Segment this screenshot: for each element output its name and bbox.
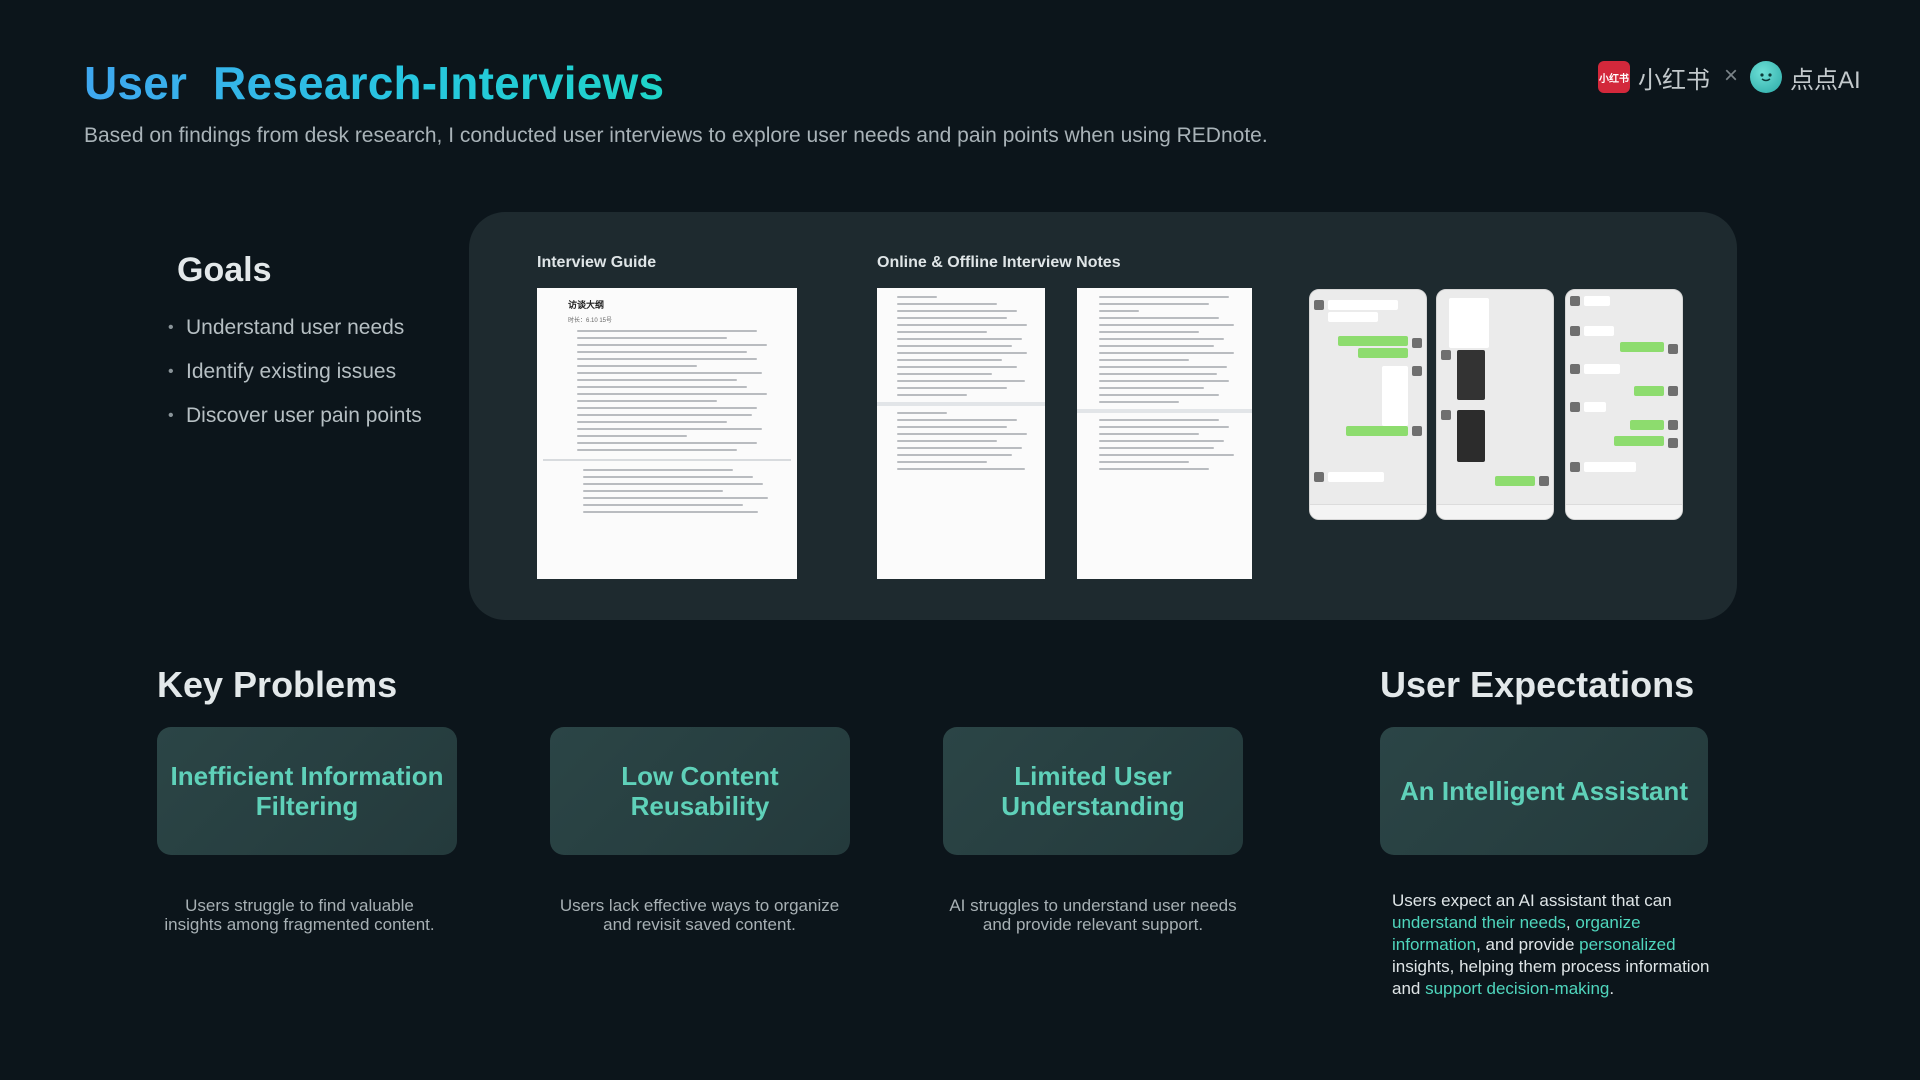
expectation-highlight: support decision-making xyxy=(1425,979,1610,998)
expectation-card-intelligent-assistant: An Intelligent Assistant xyxy=(1380,727,1708,855)
goal-item: Discover user pain points xyxy=(168,402,422,446)
interview-guide-document: 访谈大纲 时长：6.10 15号 xyxy=(537,288,797,579)
xiaohongshu-logo-icon: 小红书 xyxy=(1598,61,1630,93)
problem-description: Users struggle to find valuable insights… xyxy=(164,896,435,934)
guide-doc-bullets xyxy=(583,469,797,513)
expectation-text: insights, helping them process informati… xyxy=(1392,957,1710,998)
problem-card-user-understanding: Limited User Understanding xyxy=(943,727,1243,855)
page-title: User Research-Interviews xyxy=(84,57,665,109)
expectation-text: Users expect an AI assistant that can xyxy=(1392,891,1672,910)
goal-item: Understand user needs xyxy=(168,314,422,358)
problem-description: Users lack effective ways to organize an… xyxy=(559,896,840,934)
interview-notes-document xyxy=(877,288,1045,579)
diandian-ai-logo-icon xyxy=(1750,61,1782,93)
expectation-text: , xyxy=(1565,913,1576,932)
interview-notes-document xyxy=(1077,288,1252,579)
expectation-highlight: personalized xyxy=(1579,935,1676,954)
guide-doc-title: 访谈大纲 xyxy=(568,300,605,310)
page-subtitle: Based on findings from desk research, I … xyxy=(84,124,1268,147)
guide-doc-date: 时长：6.10 15号 xyxy=(568,318,613,324)
problem-card-title: Limited User Understanding xyxy=(1001,761,1185,821)
chat-screenshot xyxy=(1309,289,1427,520)
chat-screenshot xyxy=(1436,289,1554,520)
expectation-highlight: organize information xyxy=(1392,913,1641,954)
goals-list: Understand user needs Identify existing … xyxy=(168,314,422,446)
problem-card-content-reusability: Low Content Reusability xyxy=(550,727,850,855)
expectation-text: , and provide xyxy=(1476,935,1580,954)
problem-card-information-filtering: Inefficient Information Filtering xyxy=(157,727,457,855)
xiaohongshu-name: 小红书 xyxy=(1638,66,1710,94)
expectation-card-title: An Intelligent Assistant xyxy=(1400,776,1688,806)
problem-card-title: Low Content Reusability xyxy=(621,761,779,821)
user-expectations-title: User Expectations xyxy=(1380,664,1695,705)
collaboration-times: × xyxy=(1724,62,1739,89)
expectation-text: . xyxy=(1609,979,1615,998)
interview-notes-caption: Online & Offline Interview Notes xyxy=(877,254,1121,271)
problem-description: AI struggles to understand user needs an… xyxy=(949,896,1237,934)
key-problems-title: Key Problems xyxy=(157,664,398,705)
expectation-description: Users expect an AI assistant that can un… xyxy=(1392,890,1722,1000)
diandian-ai-brand: 点点AI xyxy=(1750,60,1861,94)
diandian-ai-name: 点点AI xyxy=(1790,66,1861,94)
interview-guide-caption: Interview Guide xyxy=(537,254,657,271)
chat-screenshot xyxy=(1565,289,1683,520)
goal-item: Identify existing issues xyxy=(168,358,422,402)
problem-card-title: Inefficient Information Filtering xyxy=(170,761,444,821)
expectation-highlight: understand their needs xyxy=(1392,913,1566,932)
xiaohongshu-brand: 小红书 小红书 xyxy=(1598,60,1710,94)
guide-doc-lines xyxy=(577,330,797,451)
goals-title: Goals xyxy=(177,251,272,289)
